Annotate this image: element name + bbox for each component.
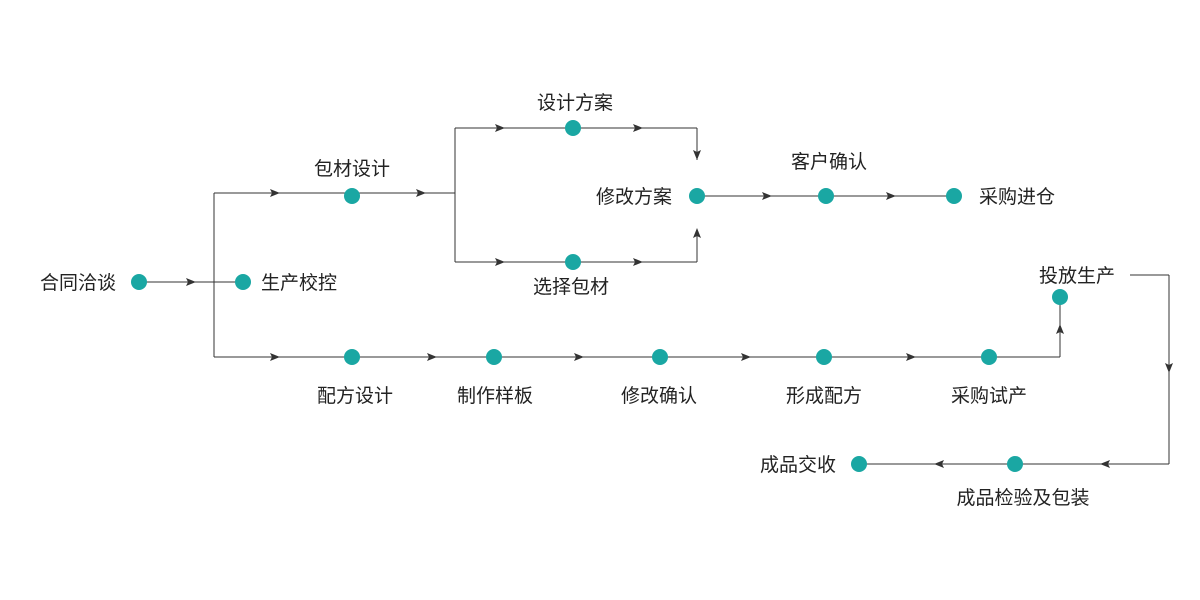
- node-dot-formula-design: [344, 349, 360, 365]
- node-label-select-pack: 选择包材: [533, 276, 609, 298]
- node-label-contract: 合同洽谈: [40, 272, 116, 294]
- arrow-right-icon: [495, 124, 505, 132]
- node-label-modify-confirm: 修改确认: [621, 385, 697, 407]
- arrow-up-icon: [1056, 324, 1064, 334]
- arrow-left-icon: [934, 460, 944, 468]
- arrow-right-icon: [762, 192, 772, 200]
- node-dot-design-plan: [565, 120, 581, 136]
- arrow-right-icon: [886, 192, 896, 200]
- node-dot-modify-plan: [689, 188, 705, 204]
- arrow-right-icon: [270, 189, 280, 197]
- node-dot-modify-confirm: [652, 349, 668, 365]
- arrow-right-icon: [633, 258, 643, 266]
- node-label-production: 投放生产: [1039, 265, 1115, 287]
- arrow-right-icon: [741, 353, 751, 361]
- node-dot-select-pack: [565, 254, 581, 270]
- node-dot-pack-design: [344, 188, 360, 204]
- node-label-trial-purchase: 采购试产: [951, 385, 1027, 407]
- node-dot-purchase-stock: [946, 188, 962, 204]
- arrow-right-icon: [186, 278, 196, 286]
- arrow-right-icon: [416, 189, 426, 197]
- node-label-form-formula: 形成配方: [786, 385, 862, 407]
- node-dot-sample: [486, 349, 502, 365]
- node-label-sample: 制作样板: [457, 385, 533, 407]
- node-dots: [131, 120, 1068, 472]
- arrow-right-icon: [574, 353, 584, 361]
- arrow-right-icon: [906, 353, 916, 361]
- arrow-right-icon: [270, 353, 280, 361]
- node-dot-trial-purchase: [981, 349, 997, 365]
- node-dot-delivery: [851, 456, 867, 472]
- arrow-down-icon: [693, 150, 701, 160]
- node-label-formula-design: 配方设计: [317, 385, 393, 407]
- arrow-down-icon: [1165, 363, 1173, 373]
- node-label-control: 生产校控: [261, 272, 337, 294]
- arrow-right-icon: [633, 124, 643, 132]
- arrow-left-icon: [1100, 460, 1110, 468]
- connectors: [139, 127, 1170, 465]
- node-label-inspect-pack: 成品检验及包装: [956, 487, 1089, 509]
- arrow-right-icon: [427, 353, 437, 361]
- node-dot-contract: [131, 274, 147, 290]
- node-dot-inspect-pack: [1007, 456, 1023, 472]
- arrowheads: [186, 124, 1173, 468]
- node-label-delivery: 成品交收: [760, 454, 836, 476]
- node-label-design-plan: 设计方案: [537, 92, 613, 114]
- node-dot-client-confirm: [818, 188, 834, 204]
- node-label-pack-design: 包材设计: [314, 158, 390, 180]
- node-label-purchase-stock: 采购进仓: [979, 186, 1055, 208]
- arrow-right-icon: [495, 258, 505, 266]
- arrow-up-icon: [693, 228, 701, 238]
- node-labels: 合同洽谈 生产校控 包材设计 设计方案 修改方案 选择包材 客户确认 采购进仓 …: [40, 92, 1115, 509]
- node-label-modify-plan: 修改方案: [596, 186, 672, 208]
- node-dot-control: [235, 274, 251, 290]
- node-dot-form-formula: [816, 349, 832, 365]
- node-dot-production: [1052, 289, 1068, 305]
- node-label-client-confirm: 客户确认: [791, 151, 867, 173]
